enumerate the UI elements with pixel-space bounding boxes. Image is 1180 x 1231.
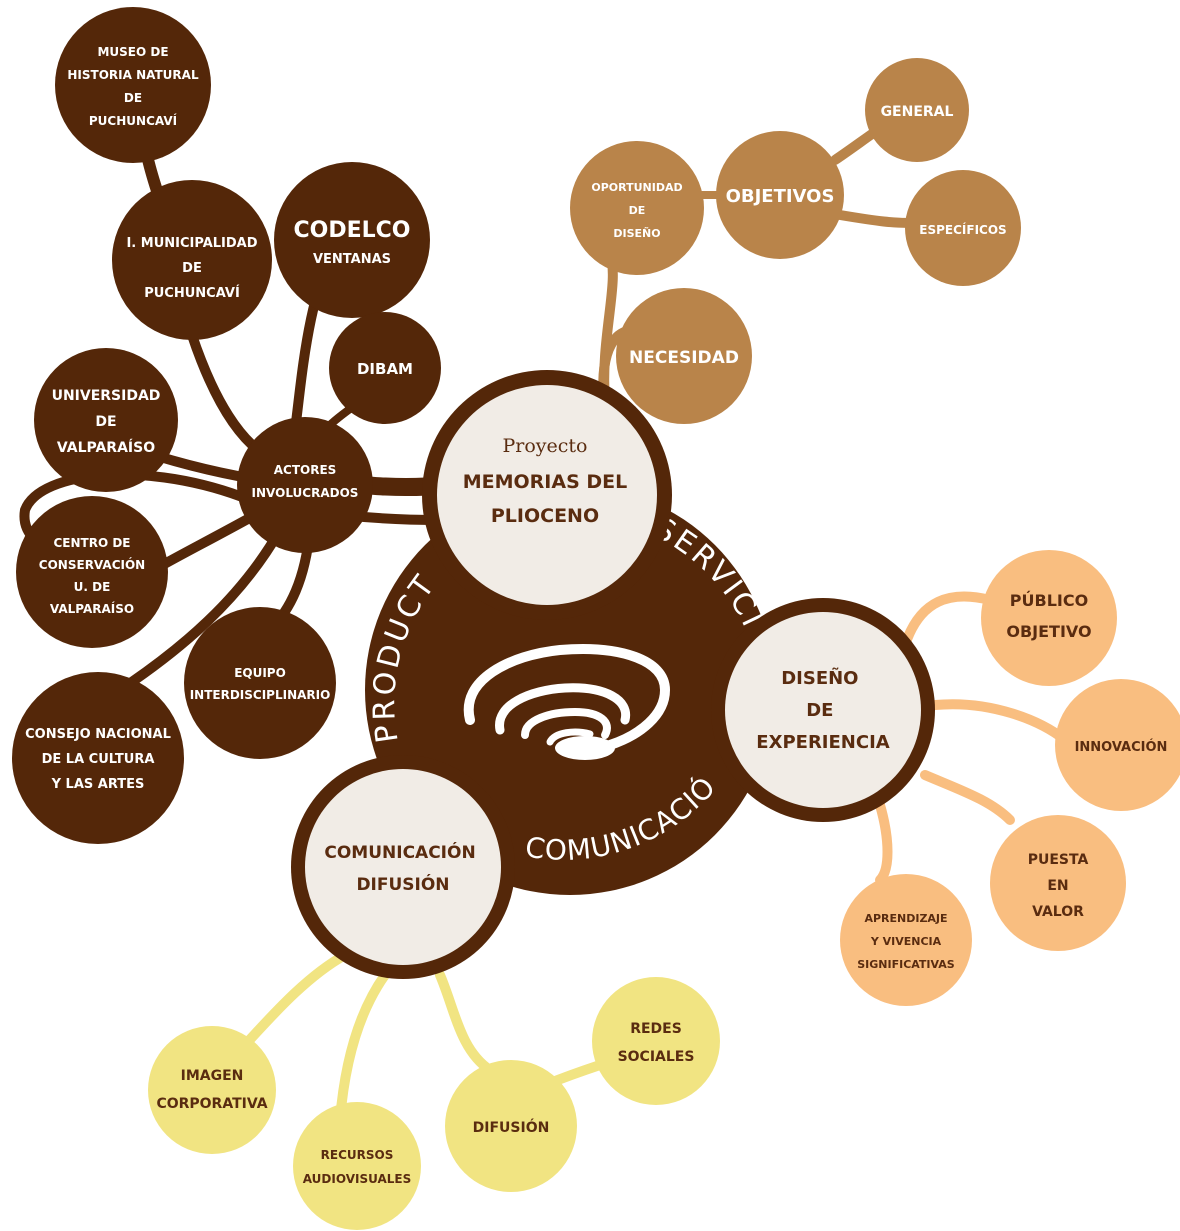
node-innovacion: INNOVACIÓN (1055, 679, 1180, 811)
node-especificos: ESPECÍFICOS (905, 170, 1021, 286)
diseno-experiencia-node: DISEÑO DE EXPERIENCIA (711, 598, 935, 822)
svg-text:NECESIDAD: NECESIDAD (629, 348, 739, 368)
diseno-label: DISEÑO DE EXPERIENCIA (756, 666, 889, 753)
fossil-shell-icon (463, 644, 671, 760)
svg-text:DIFUSIÓN: DIFUSIÓN (473, 1118, 550, 1136)
node-general: GENERAL (865, 58, 969, 162)
center-top-label: Proyecto (503, 435, 588, 457)
comunicacion-difusion-node: COMUNICACIÓN DIFUSIÓN (291, 755, 515, 979)
svg-text:DIBAM: DIBAM (357, 360, 413, 378)
svg-text:INNOVACIÓN: INNOVACIÓN (1075, 739, 1168, 755)
comunicacion-label: COMUNICACIÓN DIFUSIÓN (324, 841, 481, 895)
center-title-line1: MEMORIAS DEL (463, 471, 628, 493)
center-title-line2: PLIOCENO (491, 505, 599, 527)
node-dibam: DIBAM (329, 312, 441, 424)
center-node: Proyecto MEMORIAS DEL PLIOCENO (422, 370, 672, 620)
node-necesidad: NECESIDAD (616, 288, 752, 424)
svg-text:GENERAL: GENERAL (881, 104, 954, 120)
node-objetivos: OBJETIVOS (716, 131, 844, 259)
node-difusion: DIFUSIÓN (445, 1060, 577, 1192)
svg-text:OBJETIVOS: OBJETIVOS (726, 186, 835, 207)
svg-text:ESPECÍFICOS: ESPECÍFICOS (919, 222, 1006, 237)
